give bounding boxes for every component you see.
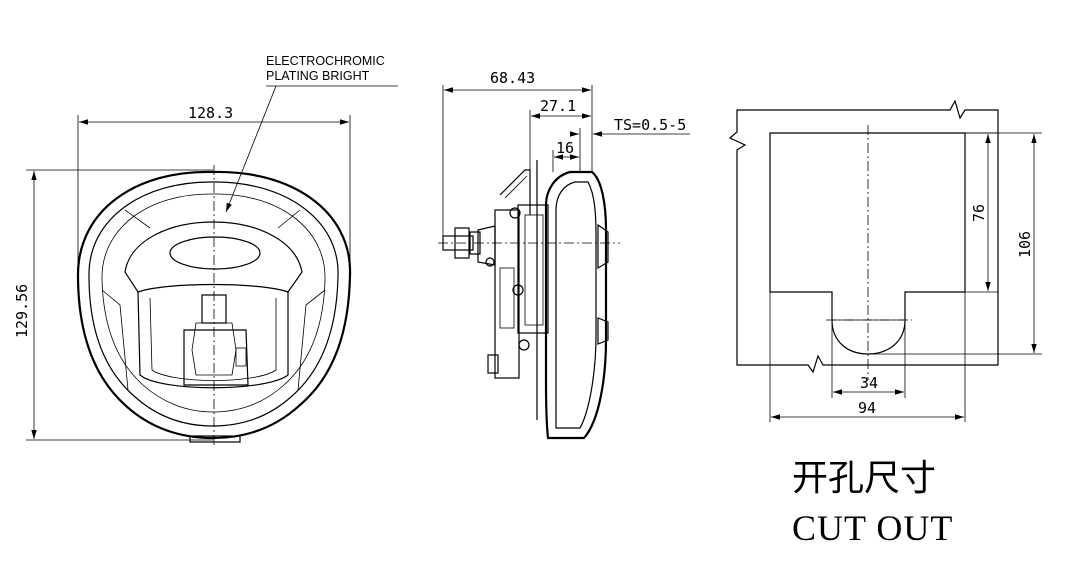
side-lever: [597, 223, 609, 270]
side-fastener-1: [509, 207, 521, 219]
side-fastener-2: [512, 284, 524, 296]
front-recess: [137, 291, 289, 389]
cutout-34-label: 34: [860, 374, 878, 392]
front-lever-inner: [191, 322, 237, 376]
side-lever-lower: [597, 317, 609, 345]
side-small-label: 16: [556, 139, 574, 157]
cutout-panel-boundary: [728, 99, 999, 374]
side-latch-slot: [499, 267, 515, 329]
note-line-1: ELECTROCHROMIC: [266, 54, 385, 68]
front-lever: [183, 329, 249, 386]
cutout-76-label: 76: [970, 204, 988, 222]
front-outer-housing: [76, 170, 352, 440]
side-ts-label: TS=0.5-5: [614, 116, 686, 134]
front-bezel-line-top-left: [124, 209, 151, 229]
side-upper-bracket: [499, 169, 531, 215]
cutout-title-english: CUT OUT: [792, 508, 953, 548]
side-overall-label: 68.43: [490, 69, 535, 87]
side-body-inner: [524, 214, 544, 326]
front-height-label: 129.56: [13, 284, 31, 338]
side-fastener-3: [518, 339, 530, 351]
front-logo-oval: [169, 236, 261, 270]
front-inner-rim-2: [101, 193, 326, 413]
front-view: 128.3 129.56 ELECTROCHROMIC PLATING BRIG…: [13, 54, 398, 448]
cutout-106-label: 106: [1016, 231, 1034, 258]
front-bezel-line-top-right: [277, 209, 301, 229]
side-mid-label: 27.1: [540, 97, 576, 115]
front-inner-rim: [88, 181, 339, 427]
front-bezel-line-left: [101, 289, 129, 391]
front-recess-inner: [149, 297, 277, 381]
side-cam: [477, 225, 496, 266]
front-bottom-tab: [189, 435, 241, 443]
side-body: [517, 204, 549, 334]
side-view: 68.43 27.1 TS=0.5-5 16: [438, 69, 690, 440]
side-cam-pivot: [485, 257, 495, 267]
front-lever-tab: [235, 347, 247, 367]
side-flange: [544, 170, 608, 440]
side-flange-inner: [555, 181, 597, 429]
cutout-view: 76 106 34 94 开孔尺寸 CUT OUT: [728, 99, 1042, 548]
cutout-opening: [769, 132, 966, 355]
front-bezel-line-right: [297, 289, 326, 391]
side-nut: [487, 354, 499, 374]
side-upper-bracket-2: [504, 175, 528, 199]
note-leader: [225, 85, 277, 213]
note-line-2: PLATING BRIGHT: [266, 69, 370, 83]
side-latch-plate: [494, 209, 520, 379]
front-paddle: [124, 221, 303, 293]
cutout-title-chinese: 开孔尺寸: [792, 458, 936, 499]
front-width-label: 128.3: [188, 104, 233, 122]
cutout-94-label: 94: [858, 399, 876, 417]
